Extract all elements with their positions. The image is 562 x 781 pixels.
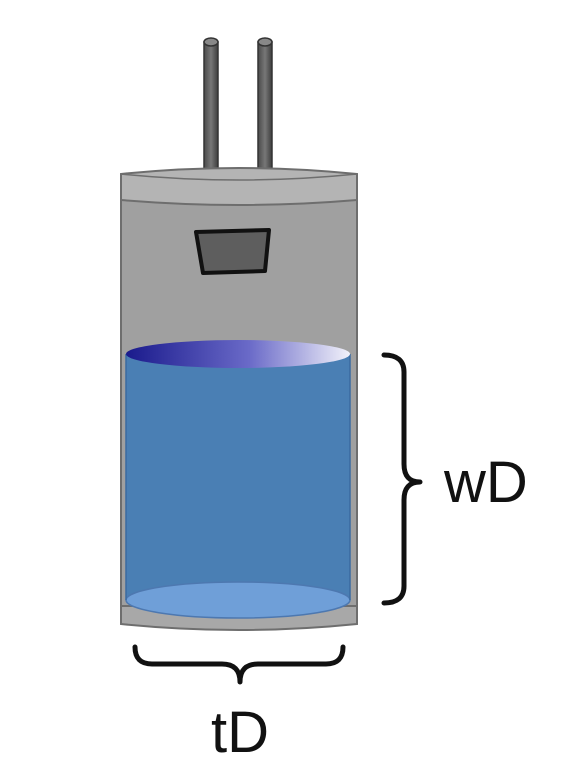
pipe-icon xyxy=(203,41,219,175)
water-bottom xyxy=(125,581,351,619)
water-depth-bracket xyxy=(381,352,423,606)
tank-lid xyxy=(120,167,358,206)
tank-diameter-label: tD xyxy=(211,700,269,765)
water-body xyxy=(126,354,350,600)
inlet-pipe xyxy=(203,37,219,175)
inspection-window-icon xyxy=(194,228,271,275)
pipe-cap xyxy=(257,37,273,47)
tank-diameter-bracket xyxy=(132,644,346,685)
water-surface xyxy=(126,340,350,368)
pipe-icon xyxy=(257,41,273,175)
tank-lid-edge xyxy=(120,173,358,181)
outlet-pipe xyxy=(257,37,273,175)
water-column xyxy=(125,340,351,619)
water-depth-label: wD xyxy=(443,450,528,515)
pipe-cap xyxy=(203,37,219,47)
